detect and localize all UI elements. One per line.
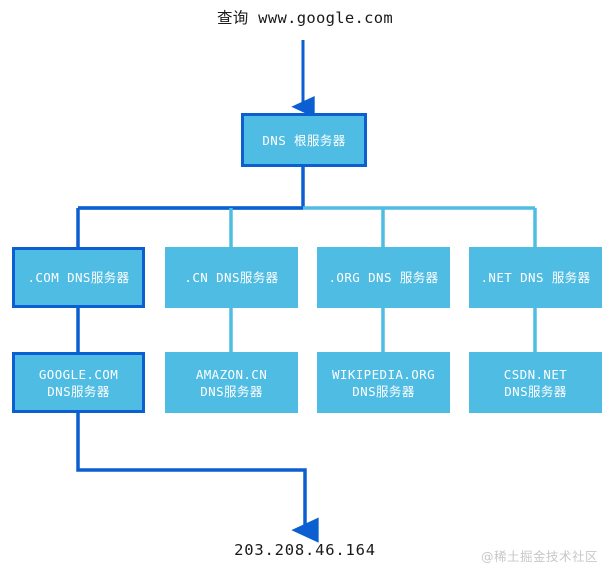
- node-tld-net-label: .NET DNS 服务器: [480, 270, 591, 285]
- node-auth-csdn-line1: CSDN.NET: [503, 366, 568, 382]
- connector-google-to-result: [76, 413, 319, 543]
- node-auth-amazon-line2: DNS服务器: [200, 383, 263, 399]
- node-tld-cn-label: .CN DNS服务器: [184, 270, 279, 285]
- node-dns-root-server[interactable]: DNS 根服务器: [241, 113, 367, 167]
- node-auth-amazon-line1: AMAZON.CN: [195, 366, 268, 382]
- node-tld-com-label: .COM DNS服务器: [27, 270, 130, 285]
- node-auth-google-line1: GOOGLE.COM: [38, 366, 119, 382]
- node-auth-amazon-cn[interactable]: AMAZON.CN DNS服务器: [165, 352, 298, 413]
- node-tld-org-label: .ORG DNS 服务器: [328, 270, 439, 285]
- node-tld-org[interactable]: .ORG DNS 服务器: [317, 247, 450, 308]
- node-auth-google-line2: DNS服务器: [47, 383, 110, 399]
- query-label: 查询 www.google.com: [216, 9, 394, 27]
- node-auth-wikipedia-line1: WIKIPEDIA.ORG: [331, 366, 436, 382]
- resolved-ip-label: 203.208.46.164: [234, 541, 376, 559]
- node-root-label: DNS 根服务器: [262, 132, 346, 148]
- node-auth-wikipedia-line2: DNS服务器: [352, 383, 415, 399]
- node-tld-cn[interactable]: .CN DNS服务器: [165, 247, 298, 308]
- node-tld-net[interactable]: .NET DNS 服务器: [469, 247, 602, 308]
- node-auth-google-com[interactable]: GOOGLE.COM DNS服务器: [12, 352, 145, 413]
- watermark: @稀土掘金技术社区: [480, 549, 598, 564]
- node-tld-com[interactable]: .COM DNS服务器: [12, 247, 145, 308]
- node-auth-csdn-line2: DNS服务器: [504, 383, 567, 399]
- node-auth-wikipedia-org[interactable]: WIKIPEDIA.ORG DNS服务器: [317, 352, 450, 413]
- node-auth-csdn-net[interactable]: CSDN.NET DNS服务器: [469, 352, 602, 413]
